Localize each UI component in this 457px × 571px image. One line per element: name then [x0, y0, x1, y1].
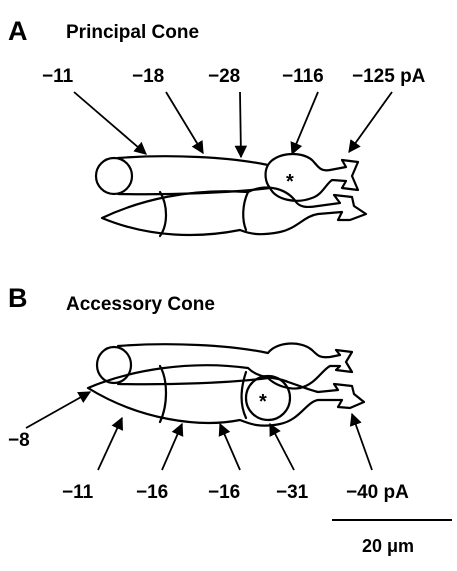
panel-b-arrow-4	[270, 424, 294, 470]
panel-b-value-1: −11	[62, 482, 94, 503]
panel-b: B Accessory Cone * −8 −11 −16 −16 −31 −4…	[8, 283, 409, 503]
scale-bar: 20 μm	[332, 520, 452, 556]
panel-b-arrow-5	[352, 414, 372, 470]
principal-cone-cell: *	[96, 154, 358, 201]
accessory-cone-cell-b: *	[88, 365, 364, 425]
panel-b-value-5: −40 pA	[346, 482, 409, 503]
panel-b-arrow-2	[162, 424, 182, 470]
panel-a-value-5: −125 pA	[352, 66, 426, 87]
panel-a-value-1: −11	[42, 66, 74, 87]
panel-b-value-4: −31	[276, 482, 309, 503]
panel-a-arrow-4	[292, 92, 318, 154]
panel-b-arrow-1	[98, 418, 122, 470]
panel-a-letter: A	[8, 16, 28, 46]
panel-b-arrow-3	[220, 424, 240, 470]
panel-a-arrow-2	[166, 92, 203, 153]
panel-a-title: Principal Cone	[66, 22, 199, 43]
panel-b-value-3: −16	[208, 482, 240, 503]
panel-a-value-2: −18	[132, 66, 164, 87]
panel-a-marker: *	[286, 171, 294, 193]
panel-a-arrow-5	[349, 92, 392, 152]
panel-a-value-4: −116	[282, 66, 324, 87]
panel-a-arrow-1	[74, 92, 146, 154]
panel-b-value-2: −16	[136, 482, 168, 503]
panel-b-side-value: −8	[8, 430, 30, 451]
panel-b-marker: *	[259, 391, 267, 413]
scale-bar-label: 20 μm	[362, 536, 414, 556]
panel-a-value-3: −28	[208, 66, 240, 87]
panel-a: A Principal Cone −11 −18 −28 −116 −125 p…	[8, 16, 426, 236]
panel-b-letter: B	[8, 283, 28, 313]
panel-a-arrow-3	[240, 92, 241, 157]
panel-b-title: Accessory Cone	[66, 294, 215, 315]
panel-b-side-arrow	[26, 392, 90, 428]
